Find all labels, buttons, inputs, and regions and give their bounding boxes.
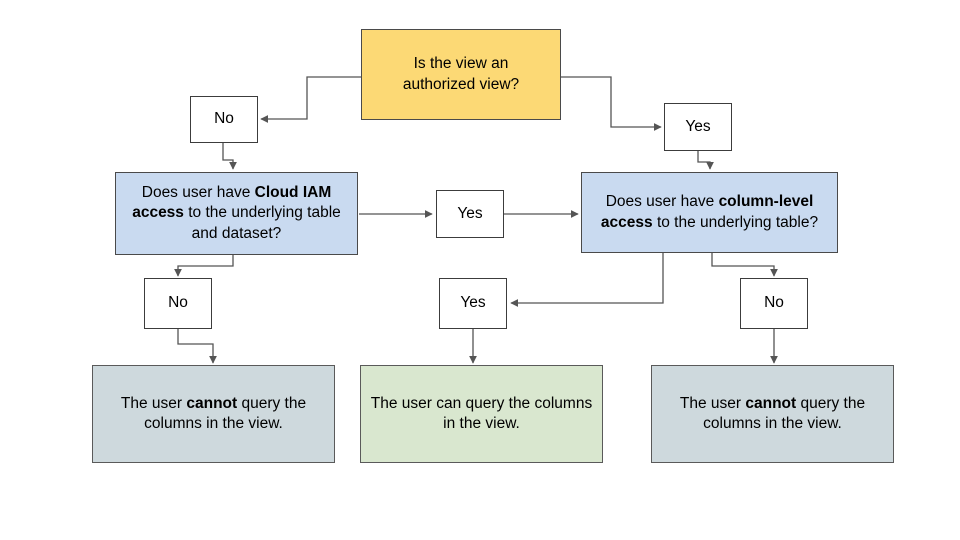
node-label-no-lower-right[interactable]: No <box>740 278 808 329</box>
edge-no-to-deny-left <box>177 329 217 364</box>
node-outcome-deny-right-label: The user cannot query the columns in the… <box>679 394 866 432</box>
edge-no-to-iam-check <box>222 143 237 170</box>
node-label-yes-middle-text: Yes <box>457 204 483 222</box>
node-outcome-allow-middle[interactable]: The user can query the columns in the vi… <box>360 365 603 463</box>
edge-iam-check-to-no <box>174 255 234 277</box>
node-column-check-label: Does user have column-level access to th… <box>600 193 819 231</box>
node-outcome-deny-left[interactable]: The user cannot query the columns in the… <box>92 365 335 463</box>
node-label-no-lower-left[interactable]: No <box>144 278 212 329</box>
edge-yes-to-column-check <box>697 151 714 170</box>
node-outcome-allow-middle-label: The user can query the columns in the vi… <box>370 394 593 432</box>
node-column-check-decision[interactable]: Does user have column-level access to th… <box>581 172 838 253</box>
edge-column-check-to-no <box>711 253 778 277</box>
node-start-label: Is the view an authorized view? <box>402 55 520 93</box>
node-label-yes-top-right-text: Yes <box>685 117 711 135</box>
node-label-yes-middle[interactable]: Yes <box>436 190 504 238</box>
node-iam-check-label: Does user have Cloud IAM access to the u… <box>132 184 341 242</box>
node-label-no-lower-right-text: No <box>764 294 784 312</box>
edge-column-check-to-yes <box>510 253 664 307</box>
node-label-yes-top-right[interactable]: Yes <box>664 103 732 151</box>
edge-start-to-yes <box>560 76 662 131</box>
node-outcome-deny-right[interactable]: The user cannot query the columns in the… <box>651 365 894 463</box>
edge-start-to-no <box>260 76 362 123</box>
node-iam-check-decision[interactable]: Does user have Cloud IAM access to the u… <box>115 172 358 255</box>
node-label-yes-lower[interactable]: Yes <box>439 278 507 329</box>
node-label-yes-lower-text: Yes <box>460 294 486 312</box>
node-outcome-deny-left-label: The user cannot query the columns in the… <box>120 394 307 432</box>
node-start-decision[interactable]: Is the view an authorized view? <box>361 29 561 120</box>
node-label-no-top[interactable]: No <box>190 96 258 143</box>
node-label-no-top-text: No <box>214 110 234 128</box>
node-label-no-lower-left-text: No <box>168 294 188 312</box>
